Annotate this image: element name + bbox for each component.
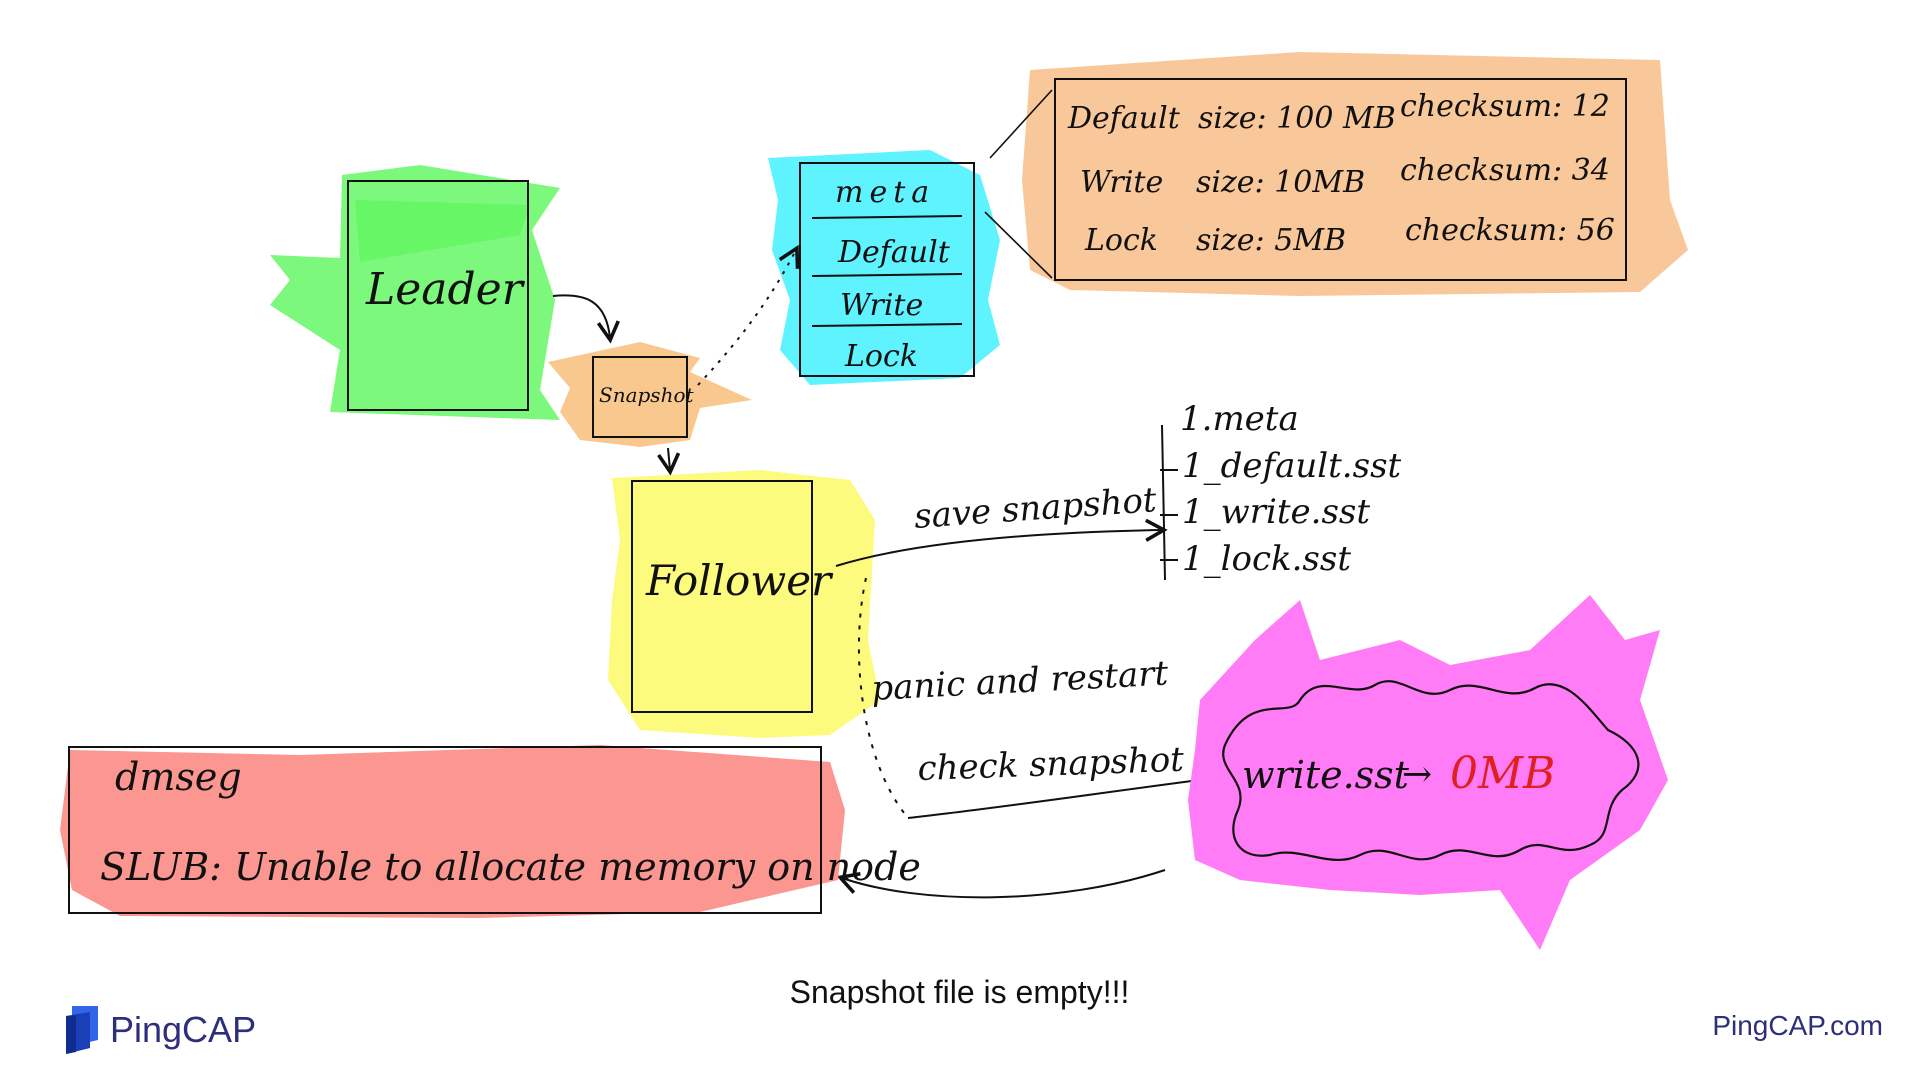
cf-stack-box <box>799 162 975 377</box>
file-lock: 1_lock.sst <box>1182 539 1351 579</box>
brand-logo: PingCAP <box>64 1004 256 1056</box>
cf-stack-write: Write <box>840 288 923 323</box>
result-to-dmesg-arrow <box>836 869 1166 899</box>
snapshot-to-follower-arrow <box>657 447 681 476</box>
detail-write-checksum: checksum: 34 <box>1400 153 1610 188</box>
detail-lock-checksum: checksum: 56 <box>1405 213 1615 248</box>
dmesg-message: SLUB: Unable to allocate memory on node <box>100 845 921 889</box>
brand-name: PingCAP <box>110 1009 257 1050</box>
snapshot-highlight <box>548 342 752 447</box>
detail-lock-name: Lock <box>1084 223 1158 258</box>
caption: Snapshot file is empty!!! <box>789 974 1130 1010</box>
result-file: write.sst <box>1242 753 1410 797</box>
snapshot-label: Snapshot <box>599 383 694 407</box>
cf-stack-default: Default <box>837 235 951 270</box>
file-meta: 1.meta <box>1180 399 1299 439</box>
detail-lock-size: size: 5MB <box>1196 223 1346 258</box>
detail-default-name: Default <box>1067 101 1181 136</box>
detail-write-name: Write <box>1080 165 1163 200</box>
leader-node: Leader <box>270 165 560 420</box>
detail-default-checksum: checksum: 12 <box>1400 89 1610 124</box>
cf-details-box <box>1054 78 1627 281</box>
cf-details-highlight <box>1022 52 1688 296</box>
check-snapshot-label: check snapshot <box>917 740 1185 789</box>
dmesg-title: dmseg <box>115 755 242 799</box>
snapshot-to-meta-dotted-arrow <box>697 244 800 386</box>
site-link[interactable]: PingCAP.com <box>1712 1010 1883 1041</box>
save-snapshot-label: save snapshot <box>913 480 1158 537</box>
file-default: 1_default.sst <box>1182 446 1402 486</box>
leader-box <box>347 180 529 411</box>
dmesg-box: dmseg SLUB: Unable to allocate memory on… <box>60 745 921 918</box>
follower-box <box>631 480 813 713</box>
snapshot-files: 1.meta 1_default.sst 1_write.sst 1_lock.… <box>1160 399 1402 581</box>
result-size: 0MB <box>1450 748 1555 799</box>
dmesg-highlight <box>60 745 845 918</box>
snapshot-node: Snapshot <box>548 342 752 447</box>
file-write: 1_write.sst <box>1182 492 1370 532</box>
pingcap-logo-icon <box>66 1006 98 1054</box>
snapshot-box <box>592 356 688 438</box>
result-arrow: → <box>1402 754 1432 795</box>
panic-restart-label: panic and restart <box>870 653 1169 709</box>
save-snapshot-arrow <box>835 518 1168 567</box>
cf-stack: meta Default Write Lock <box>768 150 1000 385</box>
detail-write-size: size: 10MB <box>1196 165 1365 200</box>
result-squiggle <box>1222 680 1640 861</box>
cf-details: Default size: 100 MB checksum: 12 Write … <box>984 52 1688 296</box>
cf-stack-lock: Lock <box>844 339 918 374</box>
follower-label: Follower <box>645 556 834 605</box>
dmesg-frame <box>68 746 822 914</box>
result-blob: write.sst → 0MB <box>1188 595 1668 950</box>
detail-default-size: size: 100 MB <box>1198 101 1396 136</box>
follower-node: Follower <box>608 470 880 738</box>
leader-to-snapshot-arrow <box>552 294 620 344</box>
leader-label: Leader <box>365 264 526 315</box>
check-snapshot-arrow <box>907 768 1221 819</box>
cf-stack-meta: meta <box>835 175 935 210</box>
